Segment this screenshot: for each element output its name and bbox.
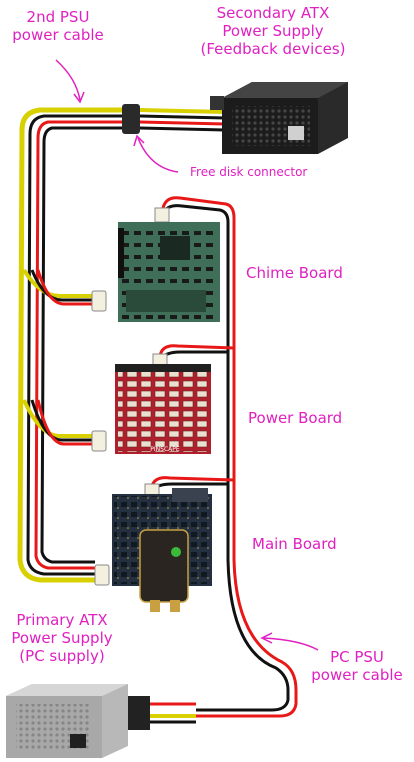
free-disk-connector xyxy=(122,104,225,134)
molex-connector-chime xyxy=(92,291,106,311)
secondary-psu-image xyxy=(210,82,348,154)
label-primary-psu-line1: Primary ATX xyxy=(0,611,124,629)
label-primary-psu-line2: Power Supply xyxy=(0,629,124,647)
molex-connector-main xyxy=(95,565,109,585)
label-primary-psu: Primary ATX Power Supply (PC supply) xyxy=(0,611,124,665)
primary-psu-image xyxy=(6,684,150,758)
chime-board-image xyxy=(118,222,220,322)
power-board-marking: PINSCAPE xyxy=(150,446,180,453)
label-2nd-psu-cable-line2: power cable xyxy=(8,26,108,44)
label-main-board: Main Board xyxy=(252,535,337,553)
label-pc-psu-cable: PC PSU power cable xyxy=(302,648,412,684)
label-pc-psu-cable-line2: power cable xyxy=(302,666,412,684)
label-free-disk-connector: Free disk connector xyxy=(190,165,307,179)
label-pc-psu-cable-line1: PC PSU xyxy=(302,648,412,666)
label-secondary-psu-line1: Secondary ATX xyxy=(178,4,368,22)
arrow-psu2-cable xyxy=(56,60,84,102)
label-secondary-psu-line2: Power Supply xyxy=(178,22,368,40)
label-secondary-psu: Secondary ATX Power Supply (Feedback dev… xyxy=(178,4,368,58)
molex-connector-power xyxy=(92,431,106,451)
main-board-image xyxy=(112,488,212,612)
label-secondary-psu-line3: (Feedback devices) xyxy=(178,40,368,58)
chime-board-power-connector xyxy=(155,208,169,222)
label-2nd-psu-cable: 2nd PSU power cable xyxy=(8,8,108,44)
power-board-image: PINSCAPE xyxy=(115,364,211,454)
label-primary-psu-line3: (PC supply) xyxy=(0,647,124,665)
label-power-board: Power Board xyxy=(248,409,342,427)
label-chime-board: Chime Board xyxy=(246,264,343,282)
arrow-free-disk-connector xyxy=(134,136,178,172)
label-2nd-psu-cable-line1: 2nd PSU xyxy=(8,8,108,26)
